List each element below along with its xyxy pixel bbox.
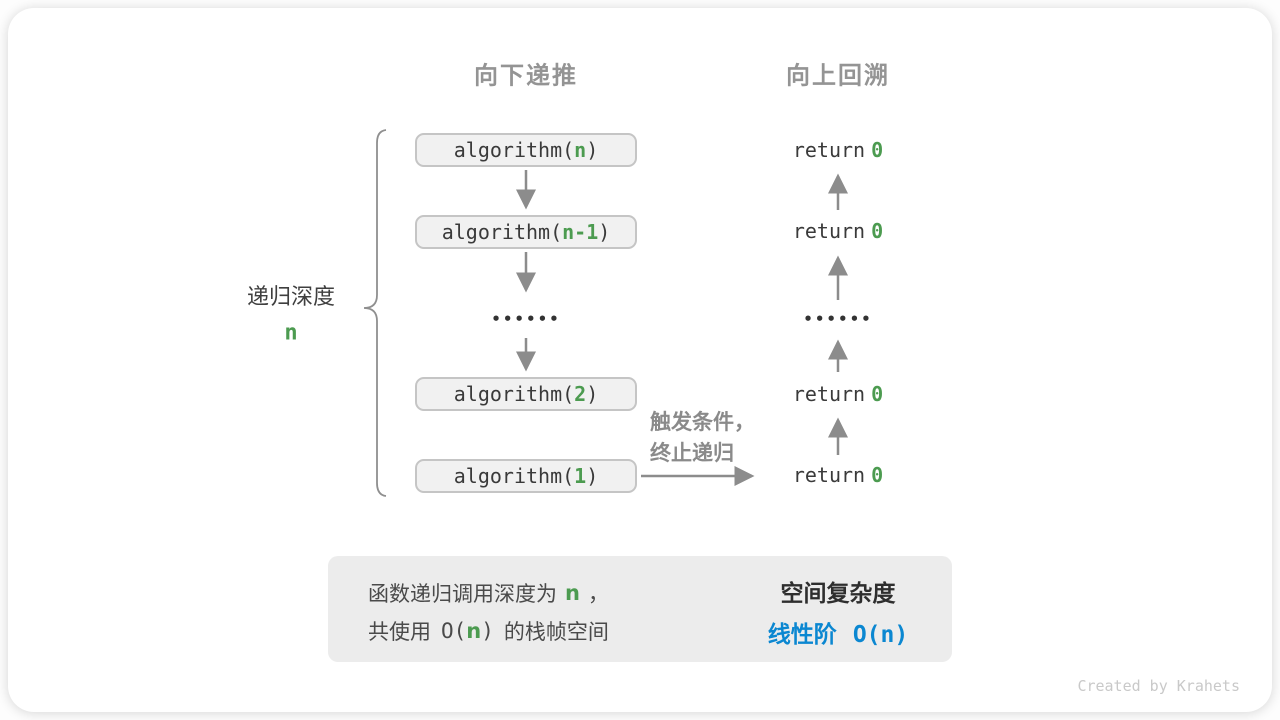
right-ellipsis: ••••••	[803, 310, 873, 328]
call-box-n: algorithm(n)	[415, 133, 637, 167]
depth-label: 递归深度	[246, 285, 336, 310]
summary-var: n	[565, 581, 580, 605]
call-box-1: algorithm(1)	[415, 459, 637, 493]
base-case-note-line2: 终止递归	[650, 441, 734, 465]
call-arg: 1	[574, 464, 587, 488]
summary-left-line1: 函数递归调用深度为 n ，	[368, 578, 609, 608]
call-text: algorithm(	[441, 220, 563, 244]
summary-formula: )	[481, 619, 494, 643]
left-ellipsis: ••••••	[491, 310, 561, 328]
call-box-n-1: algorithm(n-1)	[415, 215, 637, 249]
return-value: 0	[871, 219, 884, 243]
credit-text: Created by Krahets	[1077, 677, 1240, 695]
summary-result-formula: O(n)	[852, 622, 909, 648]
call-text: )	[598, 220, 611, 244]
depth-value: n	[284, 320, 298, 346]
summary-formula: O(	[441, 619, 467, 643]
call-text: )	[586, 382, 599, 406]
return-keyword: return	[792, 138, 866, 162]
summary-text: ，	[587, 582, 609, 606]
summary-text: 函数递归调用深度为	[368, 582, 557, 606]
call-arg: n	[574, 138, 587, 162]
return-keyword: return	[792, 219, 866, 243]
call-arg: n-1	[562, 220, 599, 244]
summary-result-label: 线性阶	[767, 622, 837, 648]
summary-result-title: 空间复杂度	[780, 581, 896, 607]
summary-box	[328, 556, 952, 662]
call-text: algorithm(	[453, 138, 575, 162]
summary-result: 线性阶 O(n)	[768, 615, 908, 649]
return-value: 0	[871, 463, 884, 487]
call-box-2: algorithm(2)	[415, 377, 637, 411]
summary-left-line2: 共使用 O(n) 的栈帧空间	[368, 616, 609, 646]
call-text: )	[586, 464, 599, 488]
return-value: 0	[871, 382, 884, 406]
heading-upward: 向上回溯	[786, 61, 890, 90]
heading-downward: 向下递推	[474, 61, 578, 90]
summary-var: n	[466, 619, 482, 643]
summary-text: 的栈帧空间	[503, 620, 609, 644]
call-text: algorithm(	[453, 464, 575, 488]
return-keyword: return	[792, 463, 866, 487]
call-text: algorithm(	[453, 382, 575, 406]
return-keyword: return	[792, 382, 866, 406]
summary-text: 共使用	[368, 620, 431, 644]
base-case-note-line1: 触发条件，	[650, 410, 755, 434]
call-text: )	[586, 138, 599, 162]
call-arg: 2	[574, 382, 587, 406]
return-value: 0	[871, 138, 884, 162]
